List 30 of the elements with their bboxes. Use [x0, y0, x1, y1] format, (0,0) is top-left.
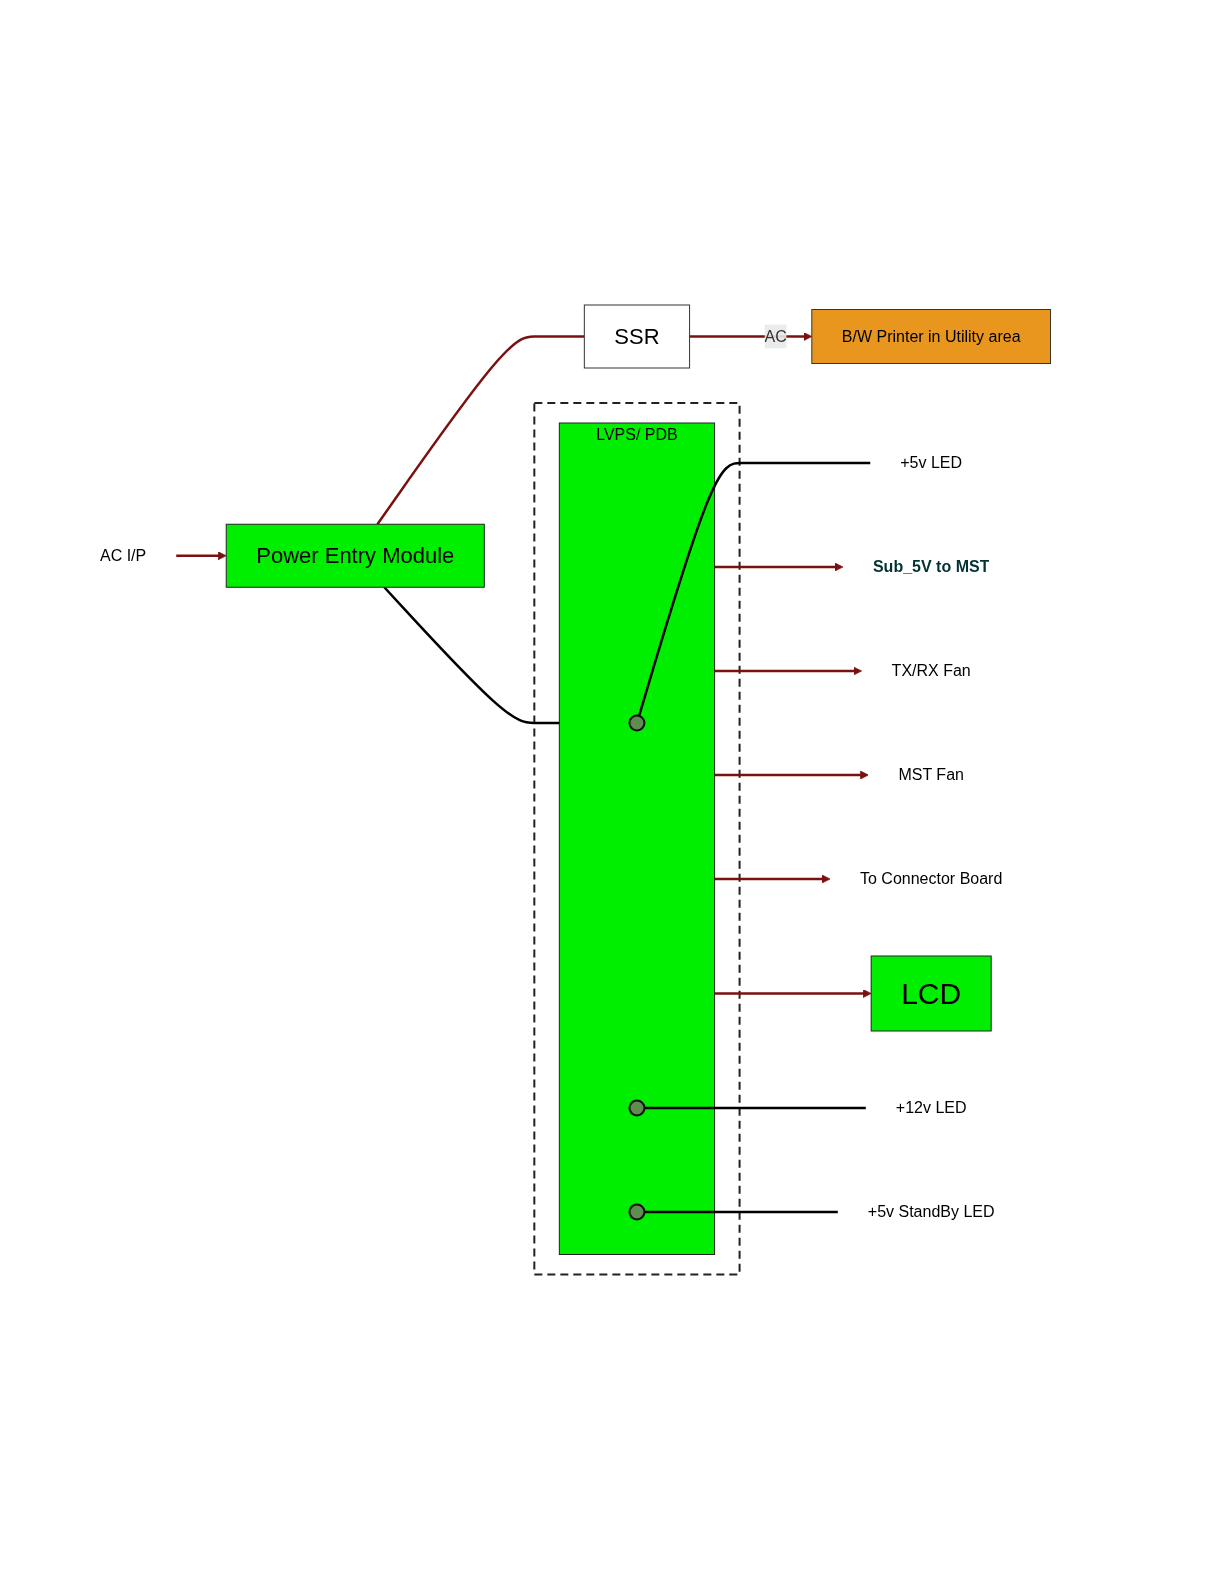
node-box: SSR	[583, 304, 691, 369]
node-text: Sub_5V to MST	[872, 558, 990, 576]
arrow	[714, 562, 844, 572]
connector	[644, 1107, 866, 1110]
connector	[376, 335, 585, 526]
connector	[383, 586, 560, 725]
edge-label: AC	[764, 327, 787, 345]
cluster: LVPS/ PDB	[558, 422, 716, 1256]
node-text: To Connector Board	[860, 870, 1003, 888]
node-text: +5v StandBy LED	[867, 1203, 995, 1221]
node-text: MST Fan	[898, 766, 964, 784]
arrow	[714, 874, 831, 884]
node-box: LCD	[870, 955, 992, 1032]
node-box: Power Entry Module	[225, 524, 485, 588]
node-text: +5v LED	[900, 454, 963, 472]
arrow	[689, 332, 813, 342]
arrow	[714, 666, 862, 676]
arrow	[176, 551, 227, 561]
node-circle	[628, 1099, 646, 1117]
cluster	[533, 402, 741, 1276]
node-circle	[628, 1203, 646, 1221]
node-text: TX/RX Fan	[891, 662, 971, 680]
node-box: B/W Printer in Utility area	[811, 309, 1052, 365]
arrow	[714, 770, 869, 780]
connector	[637, 462, 871, 717]
node-text: AC I/P	[100, 547, 147, 564]
node-text: +12v LED	[895, 1099, 967, 1117]
arrow	[714, 989, 872, 999]
connector	[644, 1211, 838, 1214]
node-circle	[628, 714, 646, 732]
